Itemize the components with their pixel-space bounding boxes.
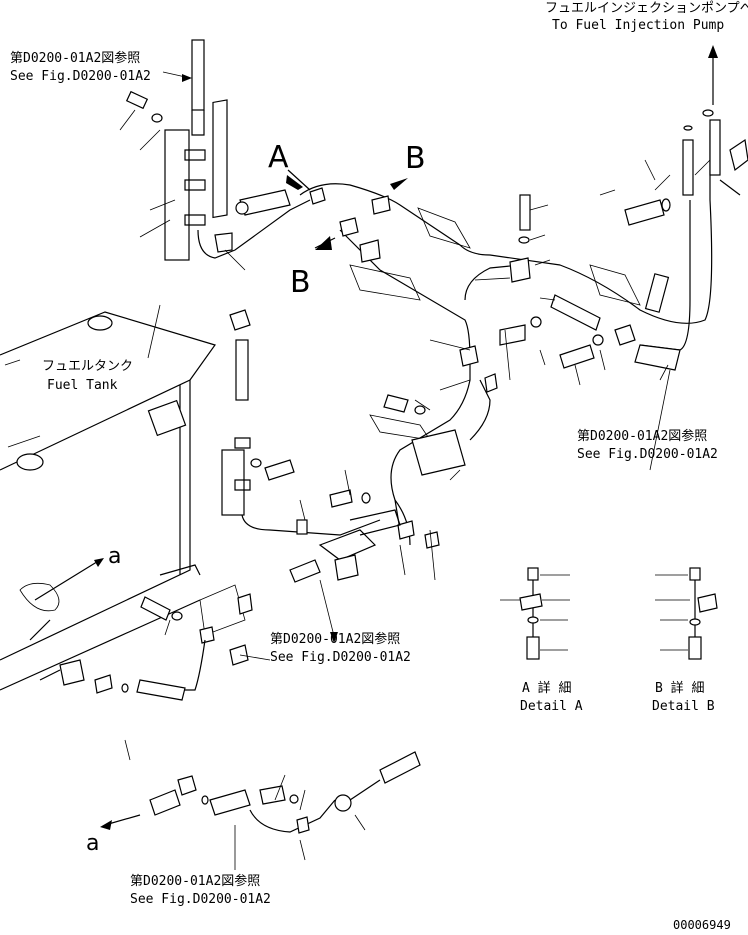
- ref-center-jp: 第D0200-01A2図参照: [270, 631, 400, 647]
- ref-top-left-en: See Fig.D0200-01A2: [10, 69, 151, 84]
- document-number: 00006949: [673, 918, 731, 932]
- leader-lines: [119, 71, 711, 870]
- ref-right-en: See Fig.D0200-01A2: [577, 447, 718, 462]
- detail-b-en: Detail B: [652, 699, 715, 714]
- view-marker-b-left: B: [290, 265, 311, 300]
- view-arrows: [286, 169, 408, 250]
- ref-bottom-jp: 第D0200-01A2図参照: [130, 873, 260, 889]
- ref-top-left-jp: 第D0200-01A2図参照: [10, 50, 140, 66]
- detail-a: [500, 567, 570, 660]
- ref-right-jp: 第D0200-01A2図参照: [577, 428, 707, 444]
- fuel-tank: [0, 311, 216, 691]
- bottom-assembly: [100, 751, 421, 834]
- ref-marker-a-upper: a: [108, 544, 121, 569]
- tank-label-en: Fuel Tank: [47, 378, 118, 393]
- tank-label-jp: フュエルタンク: [42, 359, 133, 374]
- pump-label-en: To Fuel Injection Pump: [552, 18, 724, 33]
- filter-assembly: [289, 489, 401, 583]
- lower-line: [29, 558, 253, 701]
- tank-riser: [221, 309, 381, 536]
- ref-marker-a-lower: a: [86, 831, 99, 856]
- pump-label-jp: フュエルインジェクションポンプへ: [545, 1, 748, 16]
- top-left-riser: [125, 39, 311, 261]
- pipe-clamps: [309, 187, 641, 549]
- view-marker-a: A: [268, 140, 289, 175]
- detail-a-en: Detail A: [520, 699, 583, 714]
- pump-arrow: [683, 45, 718, 131]
- ref-bottom-en: See Fig.D0200-01A2: [130, 892, 271, 907]
- detail-a-jp: A 詳 細: [522, 680, 571, 696]
- view-marker-b-top: B: [405, 141, 426, 176]
- ref-center-en: See Fig.D0200-01A2: [270, 650, 411, 665]
- detail-b: [655, 567, 718, 660]
- detail-b-jp: B 詳 細: [655, 680, 704, 696]
- bolts-right: [383, 119, 748, 415]
